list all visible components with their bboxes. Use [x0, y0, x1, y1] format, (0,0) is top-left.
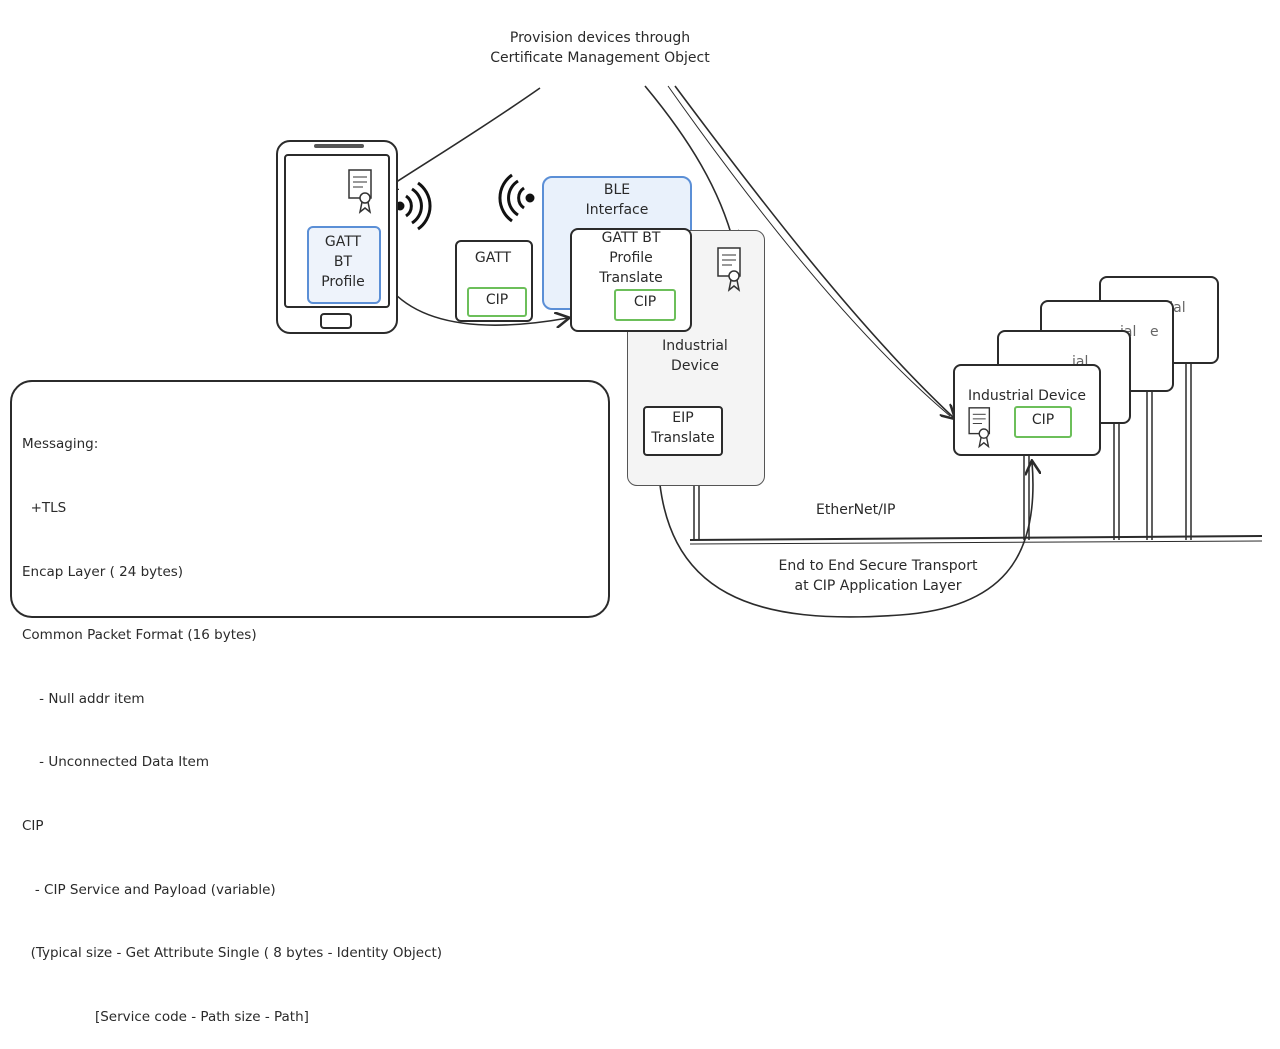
industrial-device-back-3b-label: e — [1150, 324, 1159, 340]
ethernet-ip-label: EtherNet/IP — [816, 502, 896, 518]
provision-arrow-gateway — [644, 85, 734, 244]
phone-speaker — [314, 144, 364, 148]
provision-arrow-device — [674, 85, 954, 418]
phone-to-translate-arrow — [392, 291, 568, 325]
messaging-text: Messaging: +TLS Encap Layer ( 24 bytes) … — [22, 436, 443, 1025]
gateway-certificate-icon — [717, 247, 741, 292]
certificate-icon — [348, 169, 372, 214]
diagram-connectors — [0, 85, 1263, 618]
gatt-label: GATT — [474, 250, 512, 266]
gatt-cip-box — [467, 287, 527, 317]
gatt-bt-profile-box — [307, 226, 381, 304]
eip-translate-label: EIP Translate — [651, 410, 715, 446]
end-to-end-transport-arrow — [657, 454, 1033, 618]
industrial-device-certificate-icon — [968, 407, 991, 449]
gateway-device-label: Industrial Device — [662, 338, 728, 374]
messaging-box — [10, 380, 610, 618]
industrial-device-front-label: Industrial Device — [968, 388, 1086, 404]
eip-translate-box — [643, 406, 723, 456]
ble-interface-label: BLE Interface — [585, 182, 649, 218]
industrial-device-cip-box — [1014, 406, 1072, 438]
translate-cip-box — [614, 289, 676, 321]
industrial-device-cip-label: CIP — [1031, 412, 1055, 428]
wireless-signal-left-icon — [498, 173, 535, 223]
gatt-bt-profile-translate-label: GATT BT Profile Translate — [599, 230, 663, 286]
gatt-cip-label: CIP — [485, 292, 509, 308]
provision-caption: Provision devices through Certificate Ma… — [490, 30, 710, 66]
phone-home-button — [320, 313, 352, 329]
gatt-bt-profile-label: GATT BT Profile — [321, 234, 365, 290]
end-to-end-transport-label: End to End Secure Transport at CIP Appli… — [778, 558, 978, 594]
provision-arrow-phone — [384, 87, 541, 190]
ethernet-line — [689, 535, 1263, 541]
translate-cip-label: CIP — [633, 294, 657, 310]
wireless-signal-right-icon — [395, 181, 432, 231]
